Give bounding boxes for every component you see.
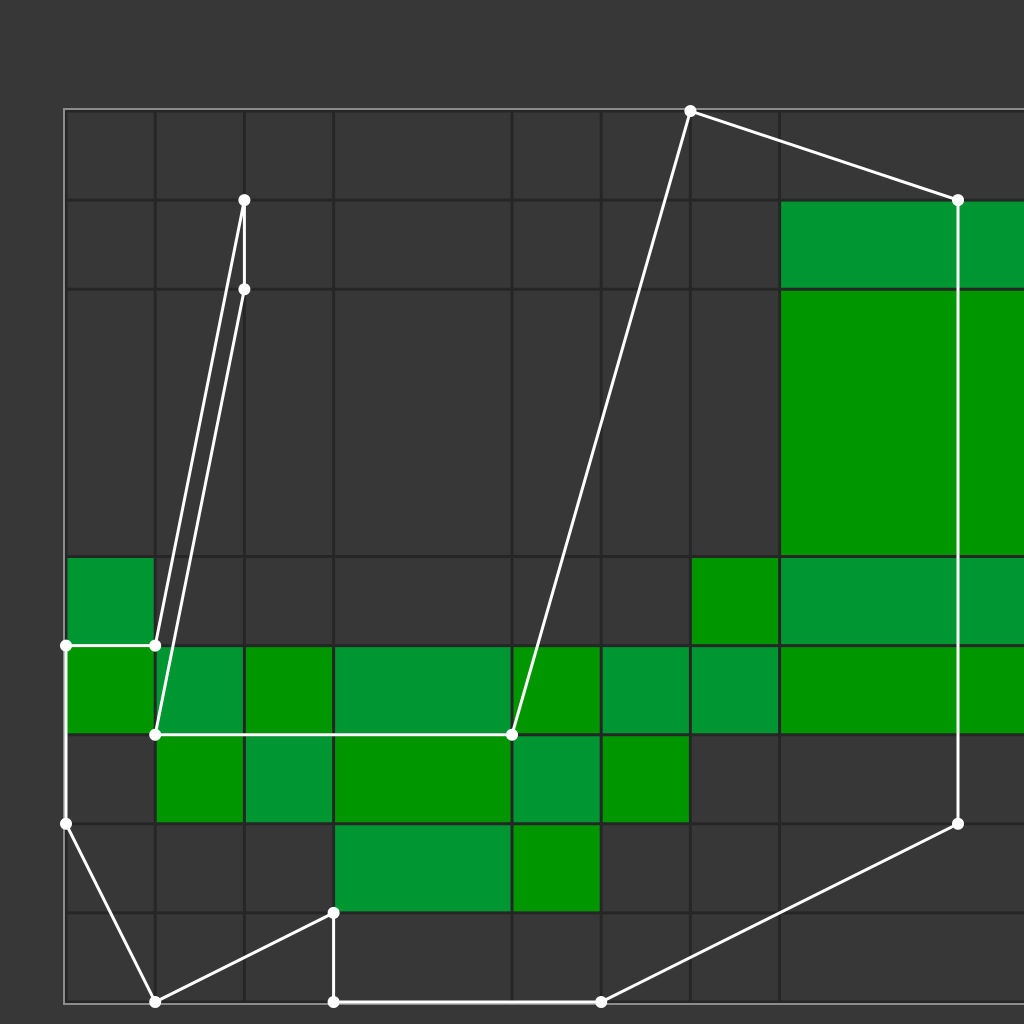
filled-cell[interactable] [690,556,780,646]
filled-cell[interactable] [601,734,691,824]
polygon-vertex-handle[interactable] [60,639,72,652]
filled-cells-layer [66,200,1024,913]
polygon-vertex-handle[interactable] [149,728,162,741]
polygon-vertex-handle[interactable] [506,728,518,741]
polygon-vertex-handle[interactable] [952,817,964,830]
polygon-vertex-handle[interactable] [327,996,340,1008]
polygon-vertex-handle[interactable] [684,105,697,117]
filled-cell[interactable] [66,645,156,735]
filled-cell[interactable] [779,645,1024,735]
filled-cell[interactable] [512,734,602,824]
filled-cell[interactable] [155,645,245,735]
polygon-vertex-handle[interactable] [149,639,162,652]
filled-cell[interactable] [512,823,602,913]
polygon-vertex-handle[interactable] [149,996,162,1008]
filled-cell[interactable] [690,645,780,735]
filled-cell[interactable] [512,645,602,735]
filled-cell[interactable] [601,645,691,735]
filled-cell[interactable] [333,823,512,913]
grid-lines-layer [64,109,1024,1004]
polygon-vertex-handle[interactable] [238,283,251,296]
filled-cell[interactable] [779,556,1024,646]
filled-cell[interactable] [779,289,1024,557]
polygon-vertex-handle[interactable] [327,906,340,919]
polygon-vertex-handle[interactable] [60,817,72,830]
polygon-vertex-handle[interactable] [238,194,251,207]
filled-cell[interactable] [333,645,512,735]
filled-cell[interactable] [244,645,334,735]
filled-cell[interactable] [779,200,1024,290]
filled-cell[interactable] [244,734,334,824]
polygon-vertex-handle[interactable] [595,996,608,1008]
polygon-vertex-handle[interactable] [952,194,964,207]
vertex-layer [60,105,964,1008]
filled-cell[interactable] [333,734,512,824]
filled-cell[interactable] [66,556,156,646]
filled-cell[interactable] [155,734,245,824]
board-border [63,108,1024,1005]
